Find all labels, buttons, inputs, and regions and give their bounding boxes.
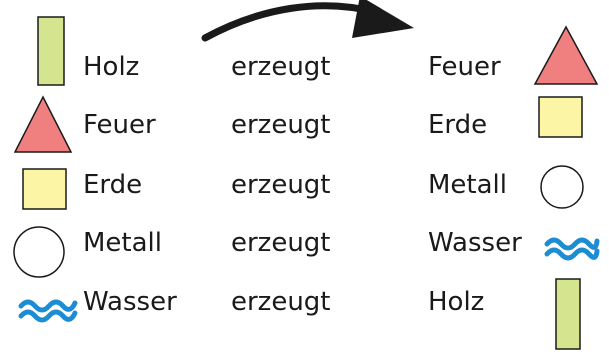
target-element-label: Holz	[428, 287, 485, 317]
diagram-row: Holz erzeugt Feuer	[0, 16, 609, 98]
verb-label: erzeugt	[231, 170, 331, 200]
diagram-row: Metall erzeugt Wasser	[0, 214, 609, 278]
water-waves-icon	[18, 299, 78, 323]
source-element-label: Wasser	[83, 287, 177, 317]
verb-label: erzeugt	[231, 110, 331, 140]
diagram-row: Erde erzeugt Metall	[0, 156, 609, 216]
source-element-label: Feuer	[83, 110, 156, 140]
wood-bar-icon	[37, 16, 65, 86]
target-element-label: Feuer	[428, 52, 501, 82]
source-element-label: Erde	[83, 170, 143, 200]
metal-circle-icon	[540, 165, 584, 209]
source-element-label: Metall	[83, 228, 163, 258]
water-waves-icon	[544, 237, 600, 261]
source-element-label: Holz	[83, 52, 140, 82]
diagram-row: Feuer erzeugt Erde	[0, 95, 609, 156]
fire-triangle-icon	[13, 95, 73, 153]
fire-triangle-icon	[533, 25, 599, 85]
curved-arrow-icon	[201, 0, 414, 42]
verb-label: erzeugt	[231, 228, 331, 258]
earth-square-icon	[538, 96, 583, 138]
diagram-row: Wasser erzeugt Holz	[0, 273, 609, 350]
target-element-label: Metall	[428, 170, 508, 200]
target-element-label: Wasser	[428, 228, 522, 258]
metal-circle-icon	[13, 226, 65, 278]
target-element-label: Erde	[428, 110, 488, 140]
verb-label: erzeugt	[231, 52, 331, 82]
verb-label: erzeugt	[231, 287, 331, 317]
earth-square-icon	[22, 168, 67, 210]
wood-bar-icon	[555, 278, 581, 350]
